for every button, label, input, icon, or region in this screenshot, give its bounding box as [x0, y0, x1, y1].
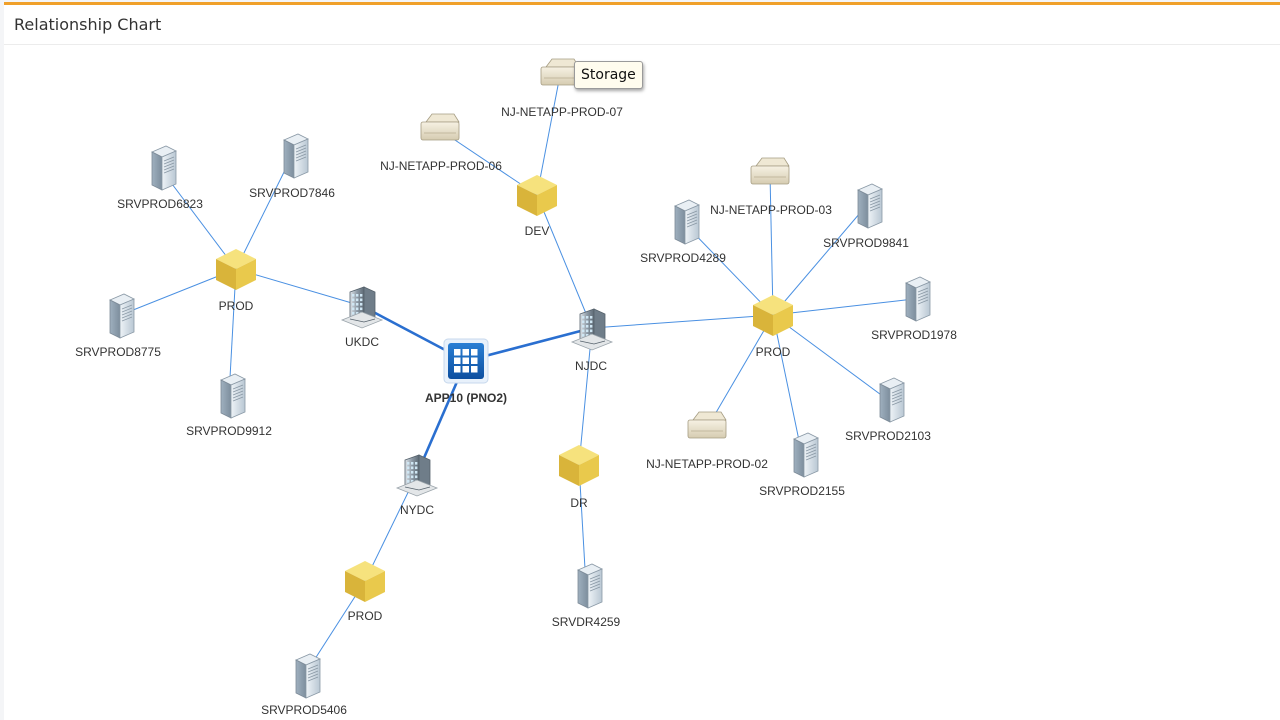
server-icon: [905, 276, 931, 322]
node-label-prod_ny: PROD: [348, 609, 383, 623]
edge-prod_uk-s7846: [235, 155, 293, 270]
node-s2103[interactable]: [879, 377, 905, 423]
server-icon: [857, 183, 883, 229]
node-label-app: APP10 (PNO2): [425, 391, 507, 405]
node-s2155[interactable]: [793, 432, 819, 478]
node-nydc[interactable]: [395, 454, 439, 497]
server-icon: [220, 373, 246, 419]
server-icon: [793, 432, 819, 478]
edge-njdc-dev: [536, 194, 593, 329]
node-s9912[interactable]: [220, 373, 246, 419]
node-label-s8775: SRVPROD8775: [75, 345, 161, 359]
server-icon: [295, 653, 321, 699]
server-icon: [674, 199, 700, 245]
edge-prod_nj-n02: [706, 314, 774, 429]
edge-njdc-dr: [578, 327, 593, 466]
node-s8775[interactable]: [109, 293, 135, 339]
node-label-n07: NJ-NETAPP-PROD-07: [501, 105, 623, 119]
node-label-s6823: SRVPROD6823: [117, 197, 203, 211]
node-label-s9912: SRVPROD9912: [186, 424, 272, 438]
node-njdc[interactable]: [570, 308, 614, 351]
building-icon: [340, 286, 384, 329]
edge-prod_nj-s2103: [772, 314, 889, 401]
server-icon: [283, 133, 309, 179]
node-label-dev: DEV: [525, 224, 550, 238]
node-prod_nj[interactable]: [753, 295, 793, 336]
node-app[interactable]: [443, 338, 489, 384]
cube-icon: [216, 249, 256, 290]
node-s5406[interactable]: [295, 653, 321, 699]
node-label-sdr4259: SRVDR4259: [552, 615, 621, 629]
cube-icon: [559, 445, 599, 486]
node-s1978[interactable]: [905, 276, 931, 322]
app-grid-icon: [443, 338, 489, 384]
node-ukdc[interactable]: [340, 286, 384, 329]
node-dr[interactable]: [559, 445, 599, 486]
node-label-s9841: SRVPROD9841: [823, 236, 909, 250]
node-label-prod_uk: PROD: [219, 299, 254, 313]
node-label-nydc: NYDC: [400, 503, 434, 517]
node-label-n02: NJ-NETAPP-PROD-02: [646, 457, 768, 471]
node-label-prod_nj: PROD: [756, 345, 791, 359]
node-label-s4289: SRVPROD4289: [640, 251, 726, 265]
server-icon: [577, 563, 603, 609]
cube-icon: [753, 295, 793, 336]
node-label-n03: NJ-NETAPP-PROD-03: [710, 203, 832, 217]
storage-icon: [687, 411, 727, 439]
node-n06[interactable]: [420, 113, 460, 141]
edge-prod_nj-s2155: [772, 314, 803, 456]
node-label-ukdc: UKDC: [345, 335, 379, 349]
storage-tooltip: Storage: [574, 61, 643, 89]
node-label-n06: NJ-NETAPP-PROD-06: [380, 159, 502, 173]
server-icon: [151, 145, 177, 191]
cube-icon: [517, 175, 557, 216]
edge-prod_nj-s9841: [772, 205, 867, 316]
node-n03[interactable]: [750, 157, 790, 185]
node-prod_uk[interactable]: [216, 249, 256, 290]
node-label-dr: DR: [570, 496, 588, 510]
server-icon: [879, 377, 905, 423]
storage-icon: [750, 157, 790, 185]
edge-prod_uk-s9912: [228, 268, 237, 397]
relationship-chart-panel: Relationship Chart: [4, 2, 1280, 720]
cube-icon: [345, 561, 385, 602]
node-layer: APP10 (PNO2) UKDC NJDC NYDC PROD DEV PROD DR PRO…: [75, 58, 957, 717]
storage-icon: [420, 113, 460, 141]
node-dev[interactable]: [517, 175, 557, 216]
node-s6823[interactable]: [151, 145, 177, 191]
panel-title: Relationship Chart: [14, 15, 162, 34]
node-s9841[interactable]: [857, 183, 883, 229]
panel-header: Relationship Chart: [4, 5, 1280, 45]
storage-icon: [540, 58, 580, 86]
node-s4289[interactable]: [674, 199, 700, 245]
node-label-s5406: SRVPROD5406: [261, 703, 347, 717]
building-icon: [570, 308, 614, 351]
building-icon: [395, 454, 439, 497]
node-n07[interactable]: [540, 58, 580, 86]
node-n02[interactable]: [687, 411, 727, 439]
node-prod_ny[interactable]: [345, 561, 385, 602]
node-label-s2155: SRVPROD2155: [759, 484, 845, 498]
node-label-s1978: SRVPROD1978: [871, 328, 957, 342]
node-label-njdc: NJDC: [575, 359, 607, 373]
edge-ukdc-prod_uk: [235, 268, 363, 307]
edge-prod_nj-s1978: [772, 298, 915, 316]
edge-prod_nj-n03: [769, 173, 774, 316]
node-label-s2103: SRVPROD2103: [845, 429, 931, 443]
node-sdr4259[interactable]: [577, 563, 603, 609]
edge-njdc-prod_nj: [591, 314, 774, 329]
node-s7846[interactable]: [283, 133, 309, 179]
edge-dev-n07: [536, 74, 561, 196]
server-icon: [109, 293, 135, 339]
node-label-s7846: SRVPROD7846: [249, 186, 335, 200]
